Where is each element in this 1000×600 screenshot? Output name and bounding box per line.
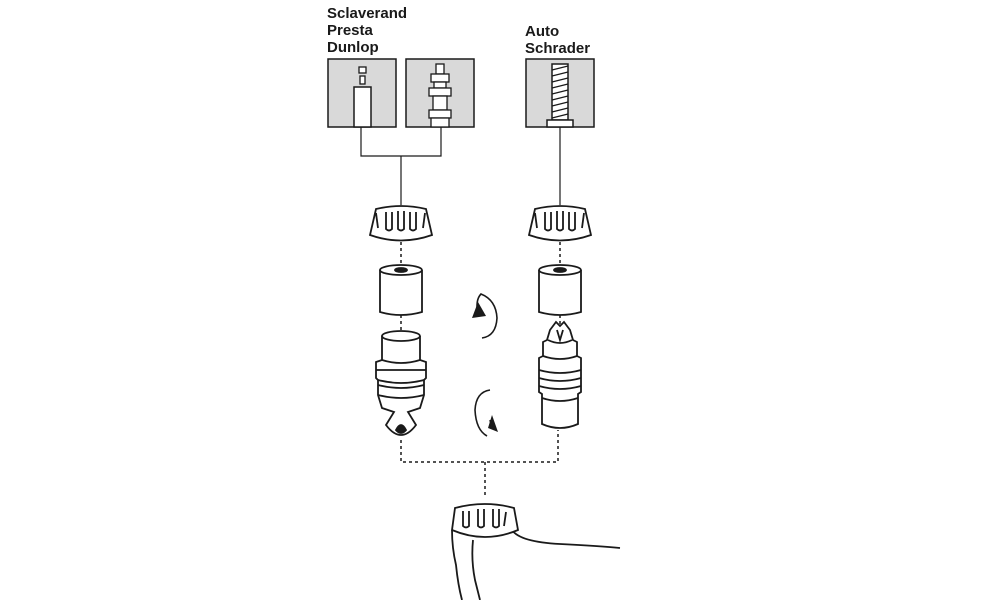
label-dunlop: Dunlop <box>327 39 379 56</box>
right-knurled-cap <box>527 205 593 242</box>
left-rubber-insert <box>379 264 423 316</box>
left-valve-body <box>375 330 427 436</box>
connector-lines <box>360 127 561 205</box>
rotate-cw-arrow-icon <box>474 389 498 437</box>
label-schrader: Schrader <box>525 40 590 57</box>
sclaverand-valve-box <box>327 58 397 128</box>
left-knurled-cap <box>368 205 434 242</box>
rotate-ccw-arrow-icon <box>472 293 498 339</box>
presta-valve-box <box>405 58 475 128</box>
pump-head <box>451 503 621 600</box>
right-valve-body <box>538 320 582 429</box>
right-rubber-insert <box>538 264 582 316</box>
label-presta: Presta <box>327 22 374 39</box>
label-sclaverand: Sclaverand <box>327 5 407 22</box>
schrader-valve-box <box>525 58 595 128</box>
alignment-dashes <box>400 242 561 495</box>
label-auto: Auto <box>525 23 559 40</box>
